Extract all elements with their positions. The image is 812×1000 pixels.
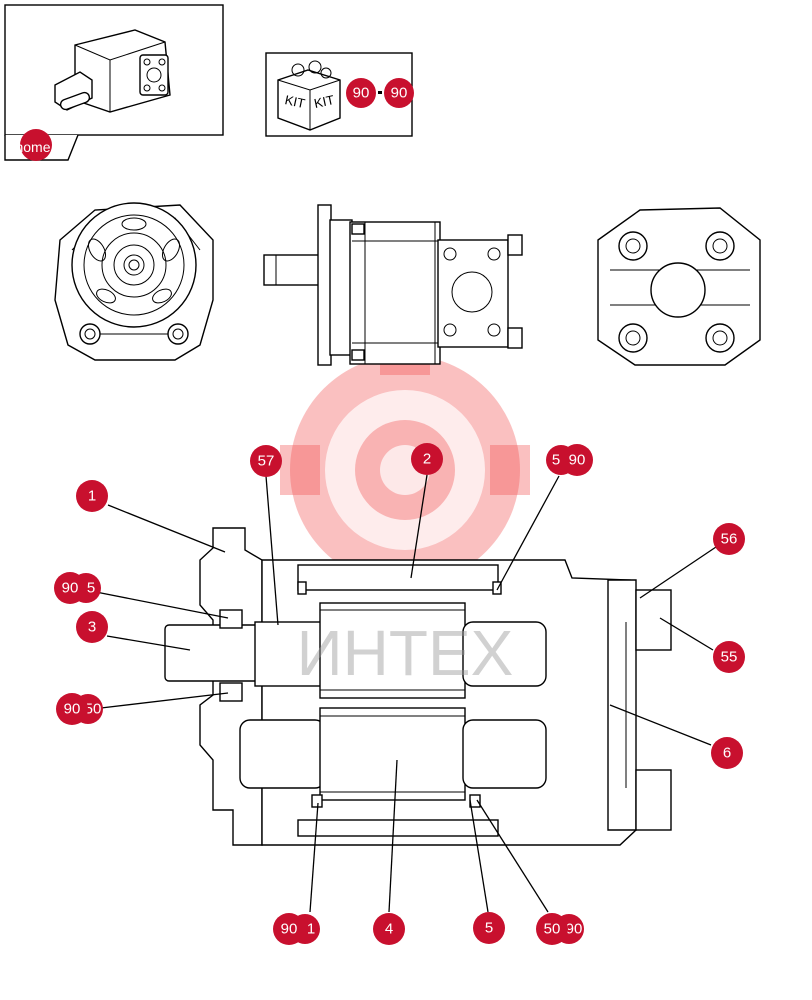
callout-90-50-left[interactable]: 50 90: [56, 693, 103, 725]
home-badge: [20, 129, 52, 161]
svg-text:57: 57: [258, 453, 275, 470]
svg-text:90: 90: [566, 921, 583, 938]
svg-text:2: 2: [423, 451, 431, 468]
home-thumbnail[interactable]: home: [4, 4, 224, 161]
kit-label-right: KIT: [313, 92, 336, 111]
callout-6[interactable]: 6: [711, 737, 743, 769]
kit-ref-1: 90: [353, 85, 370, 102]
kit-panel[interactable]: KIT KIT 90 90: [265, 52, 414, 137]
svg-text:90: 90: [281, 921, 298, 938]
svg-text:1: 1: [88, 488, 96, 505]
pump-section-view: [164, 527, 672, 846]
kit-ref-separator: [378, 91, 382, 94]
kit-box-icon: KIT KIT: [277, 60, 341, 131]
home-label: home: [15, 139, 50, 155]
svg-text:5: 5: [485, 920, 493, 937]
svg-text:1: 1: [307, 921, 315, 938]
pump-rear-view: [597, 207, 761, 366]
pump-side-view: [263, 204, 523, 366]
svg-text:50: 50: [85, 701, 102, 718]
callout-5-bottom[interactable]: 5: [473, 912, 505, 944]
svg-text:5: 5: [87, 580, 95, 597]
kit-ref-2: 90: [391, 85, 408, 102]
callout-50-90-bottom[interactable]: 90 50: [536, 913, 584, 945]
callout-56[interactable]: 56: [713, 523, 745, 555]
thumbnail-pump-drawing: [54, 29, 171, 113]
callout-90-1-bottom[interactable]: 1 90: [273, 913, 320, 945]
kit-label-left: KIT: [283, 92, 306, 111]
callout-55[interactable]: 55: [713, 641, 745, 673]
svg-text:90: 90: [62, 580, 79, 597]
svg-text:3: 3: [88, 619, 96, 636]
svg-text:6: 6: [723, 745, 731, 762]
svg-text:90: 90: [569, 452, 586, 469]
callout-2[interactable]: 2: [411, 443, 443, 475]
callout-4[interactable]: 4: [373, 913, 405, 945]
kit-ref-badge-2: [384, 78, 414, 108]
leader-lines: [95, 474, 717, 913]
svg-text:90: 90: [64, 701, 81, 718]
callout-90-5-left[interactable]: 5 90: [54, 572, 101, 604]
pump-front-view: [54, 202, 214, 361]
kit-ref-badge-1: [346, 78, 376, 108]
svg-text:5: 5: [552, 452, 560, 469]
callout-3[interactable]: 3: [76, 611, 108, 643]
svg-text:50: 50: [544, 921, 561, 938]
svg-text:4: 4: [385, 921, 393, 938]
watermark-text: ИНТЕХ: [297, 617, 514, 689]
callout-1[interactable]: 1: [76, 480, 108, 512]
callout-57[interactable]: 57: [250, 445, 282, 477]
svg-text:56: 56: [721, 531, 738, 548]
callout-5-90-top[interactable]: 5 90: [546, 444, 593, 476]
svg-text:55: 55: [721, 649, 738, 666]
